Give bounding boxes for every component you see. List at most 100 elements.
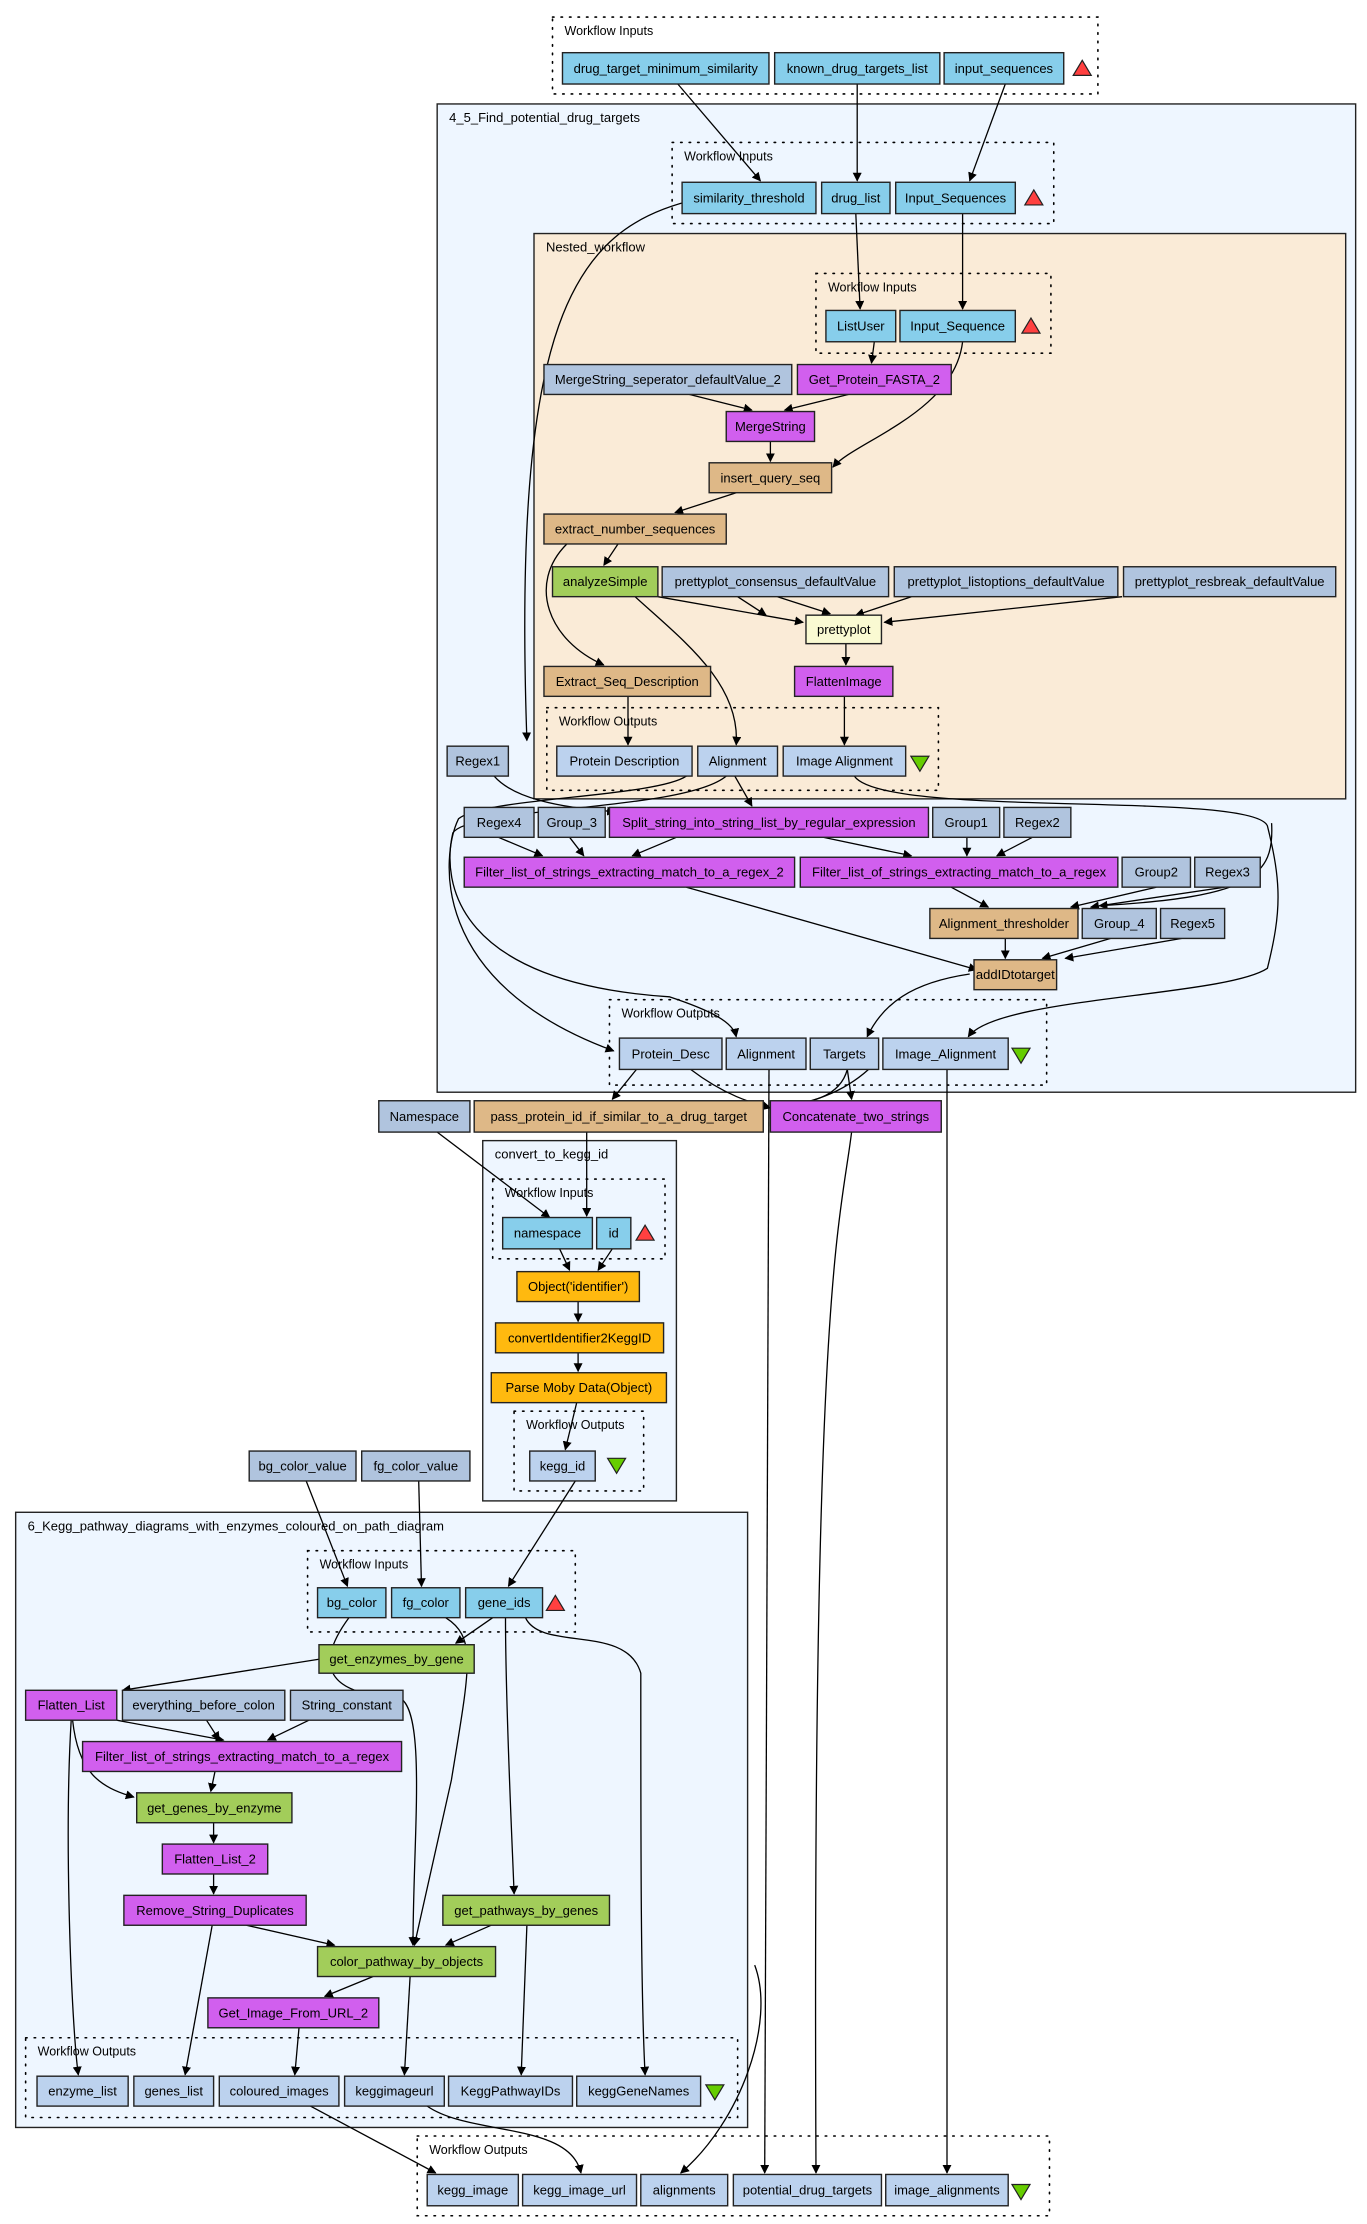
processor-get-pathways-by-genes[interactable]: get_pathways_by_genes <box>442 1894 611 1926</box>
output-coloured-images[interactable]: coloured_images <box>218 2075 340 2107</box>
input-input-sequence[interactable]: Input_Sequence <box>899 309 1017 343</box>
processor-flatten-list-2[interactable]: Flatten_List_2 <box>161 1843 269 1875</box>
constant-regex3[interactable]: Regex3 <box>1194 856 1261 888</box>
edge-11 <box>674 492 737 515</box>
node-label: FlattenImage <box>806 674 882 689</box>
processor-get-protein-fasta-2[interactable]: Get_Protein_FASTA_2 <box>796 363 952 396</box>
processor-mergestring[interactable]: MergeString <box>725 410 816 443</box>
node-label: Regex4 <box>477 815 522 830</box>
constant-mergestring-seperator-defaultvalue-2[interactable]: MergeString_seperator_defaultValue_2 <box>543 363 793 396</box>
output-image-alignment[interactable]: Image Alignment <box>782 745 907 777</box>
input-input-sequences[interactable]: Input_Sequences <box>894 181 1017 215</box>
constant-string-constant[interactable]: String_constant <box>289 1689 404 1721</box>
processor-analyzesimple[interactable]: analyzeSimple <box>551 566 659 598</box>
constant-group2[interactable]: Group2 <box>1121 856 1192 888</box>
processor-get-image-from-url-2[interactable]: Get_Image_From_URL_2 <box>207 1997 380 2029</box>
output-alignment[interactable]: Alignment <box>697 745 779 777</box>
processor-extract-number-sequences[interactable]: extract_number_sequences <box>543 513 727 545</box>
node-label: KeggPathwayIDs <box>461 2084 561 2099</box>
output-enzyme-list[interactable]: enzyme_list <box>36 2075 129 2107</box>
node-label: analyzeSimple <box>563 574 648 589</box>
output-image-alignments[interactable]: image_alignments <box>885 2173 1009 2207</box>
constant-group-3[interactable]: Group_3 <box>537 806 606 839</box>
node-label: Regex3 <box>1205 865 1250 880</box>
edge-57 <box>562 1402 578 1451</box>
constant-prettyplot-consensus-defaultvalue[interactable]: prettyplot_consensus_defaultValue <box>661 566 890 598</box>
input-id[interactable]: id <box>595 1216 632 1250</box>
output-keggimageurl[interactable]: keggimageurl <box>343 2075 445 2107</box>
find-targets-outputs-box: Workflow Outputs <box>608 998 1048 1086</box>
input-gene-ids[interactable]: gene_ids <box>464 1587 544 1619</box>
processor-concatenate-two-strings[interactable]: Concatenate_two_strings <box>769 1100 942 1133</box>
node-label: Alignment <box>709 754 767 769</box>
output-alignment[interactable]: Alignment <box>725 1037 807 1071</box>
input-bg-color[interactable]: bg_color <box>316 1587 387 1619</box>
processor-insert-query-seq[interactable]: insert_query_seq <box>708 462 833 494</box>
processor-filter-list-of-strings-extracting-match-to-a-regex[interactable]: Filter_list_of_strings_extracting_match_… <box>81 1740 403 1773</box>
output-keggpathwayids[interactable]: KeggPathwayIDs <box>447 2075 574 2107</box>
processor-object-identifier[interactable]: Object('identifier') <box>516 1270 641 1303</box>
output-kegg-image[interactable]: kegg_image <box>426 2173 520 2207</box>
processor-addidtotarget[interactable]: addIDtotarget <box>973 959 1058 991</box>
edge-19 <box>634 596 742 746</box>
input-input-sequences[interactable]: input_sequences <box>943 51 1065 85</box>
processor-get-enzymes-by-gene[interactable]: get_enzymes_by_gene <box>318 1644 475 1674</box>
processor-extract-seq-description[interactable]: Extract_Seq_Description <box>543 665 712 698</box>
processor-filter-list-of-strings-extracting-match-to-a-regex-2[interactable]: Filter_list_of_strings_extracting_match_… <box>463 856 796 888</box>
processor-prettyplot[interactable]: prettyplot <box>805 614 883 645</box>
processor-filter-list-of-strings-extracting-match-to-a-regex[interactable]: Filter_list_of_strings_extracting_match_… <box>799 856 1119 888</box>
constant-prettyplot-resbreak-defaultvalue[interactable]: prettyplot_resbreak_defaultValue <box>1122 566 1337 598</box>
constant-namespace[interactable]: Namespace <box>378 1100 471 1133</box>
edge-58 <box>305 1480 349 1588</box>
input-namespace[interactable]: namespace <box>501 1216 594 1250</box>
constant-everything-before-colon[interactable]: everything_before_colon <box>121 1689 286 1721</box>
processor-pass-protein-id-if-similar-to-a-drug-target[interactable]: pass_protein_id_if_similar_to_a_drug_tar… <box>473 1100 764 1133</box>
input-listuser[interactable]: ListUser <box>825 309 897 343</box>
output-potential-drug-targets[interactable]: potential_drug_targets <box>732 2173 883 2207</box>
processor-get-genes-by-enzyme[interactable]: get_genes_by_enzyme <box>136 1792 293 1824</box>
convert-kegg-inputs-box-label: Workflow Inputs <box>505 1186 594 1200</box>
outputs-marker-icon <box>606 1457 627 1475</box>
nested-inputs-box-label: Workflow Inputs <box>828 280 917 294</box>
input-drug-list[interactable]: drug_list <box>820 181 891 215</box>
output-protein-desc[interactable]: Protein_Desc <box>618 1037 723 1071</box>
processor-split-string-into-string-list-by-regular-expression[interactable]: Split_string_into_string_list_by_regular… <box>608 806 930 839</box>
output-targets[interactable]: Targets <box>809 1037 880 1071</box>
input-drug-target-minimum-similarity[interactable]: drug_target_minimum_similarity <box>561 51 770 85</box>
constant-regex1[interactable]: Regex1 <box>446 745 510 777</box>
output-kegg-id[interactable]: kegg_id <box>529 1450 596 1482</box>
edge-59 <box>416 1480 426 1588</box>
final-outputs-box-label: Workflow Outputs <box>429 2143 527 2157</box>
constant-regex2[interactable]: Regex2 <box>1003 806 1072 839</box>
processor-color-pathway-by-objects[interactable]: color_pathway_by_objects <box>316 1945 497 1978</box>
output-image-alignment[interactable]: Image_Alignment <box>882 1037 1009 1071</box>
constant-regex4[interactable]: Regex4 <box>463 806 535 839</box>
processor-convertidentifier2keggid[interactable]: convertIdentifier2KeggID <box>494 1322 665 1354</box>
processor-flatten-list[interactable]: Flatten_List <box>24 1689 118 1721</box>
output-protein-description[interactable]: Protein Description <box>556 745 693 777</box>
constant-group-4[interactable]: Group_4 <box>1081 907 1157 940</box>
input-fg-color[interactable]: fg_color <box>390 1587 461 1619</box>
node-label: Group_4 <box>1094 916 1145 931</box>
constant-group1[interactable]: Group1 <box>932 806 1001 839</box>
input-similarity-threshold[interactable]: similarity_threshold <box>681 181 817 215</box>
processor-flattenimage[interactable]: FlattenImage <box>793 665 894 698</box>
processor-alignment-thresholder[interactable]: Alignment_thresholder <box>929 907 1079 940</box>
processor-parse-moby-data-object[interactable]: Parse Moby Data(Object) <box>490 1372 668 1404</box>
node-label: Parse Moby Data(Object) <box>506 1380 653 1395</box>
constant-bg-color-value[interactable]: bg_color_value <box>248 1450 357 1482</box>
input-known-drug-targets-list[interactable]: known_drug_targets_list <box>773 51 941 85</box>
node-label: prettyplot <box>817 622 871 637</box>
node-label: keggGeneNames <box>588 2084 690 2099</box>
output-genes-list[interactable]: genes_list <box>133 2075 215 2107</box>
output-alignments[interactable]: alignments <box>640 2173 729 2207</box>
output-kegg-image-url[interactable]: kegg_image_url <box>521 2173 638 2207</box>
constant-regex5[interactable]: Regex5 <box>1159 907 1226 940</box>
edge-82 <box>310 2105 437 2174</box>
constant-fg-color-value[interactable]: fg_color_value <box>360 1450 471 1482</box>
edge-3 <box>968 83 1006 182</box>
constant-prettyplot-listoptions-defaultvalue[interactable]: prettyplot_listoptions_defaultValue <box>893 566 1119 598</box>
processor-remove-string-duplicates[interactable]: Remove_String_Duplicates <box>123 1894 307 1926</box>
node-label: Regex1 <box>455 754 500 769</box>
output-kegggenenames[interactable]: keggGeneNames <box>576 2075 702 2107</box>
